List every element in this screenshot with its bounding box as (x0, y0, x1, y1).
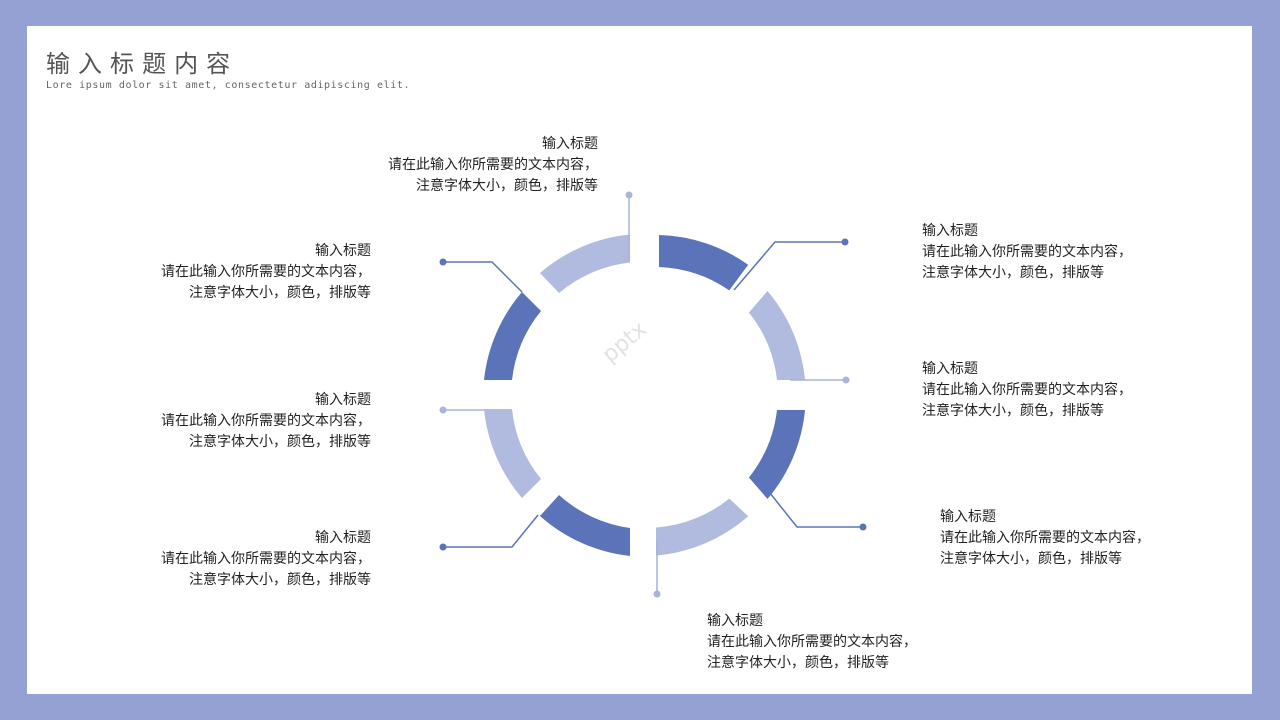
block-line: 注意字体大小，颜色，排版等 (707, 655, 889, 671)
ring-segment-right-lower (748, 410, 805, 499)
text-block-bottom-left: 输入标题 请在此输入你所需要的文本内容， 注意字体大小，颜色，排版等 (161, 528, 371, 591)
connector-left-upper (443, 261, 523, 293)
connector-right-lower (761, 482, 863, 528)
ring-segment-top-left (540, 234, 630, 293)
block-title: 输入标题 (542, 136, 598, 152)
connector-dot-left-upper (439, 258, 447, 266)
block-title: 输入标题 (940, 509, 996, 525)
block-line: 请在此输入你所需要的文本内容， (940, 530, 1150, 546)
connector-dot-top-right (841, 238, 849, 246)
block-line: 请在此输入你所需要的文本内容， (388, 157, 598, 173)
text-block-right-lower: 输入标题 请在此输入你所需要的文本内容， 注意字体大小，颜色，排版等 (940, 507, 1150, 570)
text-block-top-right: 输入标题 请在此输入你所需要的文本内容， 注意字体大小，颜色，排版等 (922, 221, 1132, 284)
block-line: 注意字体大小，颜色，排版等 (189, 572, 371, 588)
slide-canvas (27, 26, 1252, 694)
block-line: 注意字体大小，颜色，排版等 (189, 434, 371, 450)
block-line: 请在此输入你所需要的文本内容， (161, 551, 371, 567)
block-line: 请在此输入你所需要的文本内容， (161, 413, 371, 429)
ring-segment-left-lower (484, 409, 541, 498)
text-block-right-upper: 输入标题 请在此输入你所需要的文本内容， 注意字体大小，颜色，排版等 (922, 359, 1132, 422)
connector-dot-right-upper (842, 376, 850, 384)
connector-dot-bottom (653, 590, 661, 598)
ring-segment-bottom-right (656, 498, 749, 556)
block-title: 输入标题 (315, 530, 371, 546)
block-title: 输入标题 (707, 613, 763, 629)
connector-dot-top (625, 191, 633, 199)
block-line: 请在此输入你所需要的文本内容， (161, 264, 371, 280)
text-block-left-upper: 输入标题 请在此输入你所需要的文本内容， 注意字体大小，颜色，排版等 (161, 241, 371, 304)
block-line: 注意字体大小，颜色，排版等 (940, 551, 1122, 567)
connector-top-right (733, 241, 845, 291)
page-title: 输 入 标 题 内 容 (46, 50, 231, 78)
ring-segment-top-right (659, 235, 749, 291)
page-subtitle: Lore ipsum dolor sit amet, consectetur a… (46, 80, 411, 91)
block-line: 请在此输入你所需要的文本内容， (707, 634, 917, 650)
ring-segment-bottom-left (540, 495, 630, 556)
ring-segment-left-upper (484, 292, 541, 380)
block-title: 输入标题 (922, 223, 978, 239)
block-line: 注意字体大小，颜色，排版等 (416, 178, 598, 194)
connector-dot-right-lower (859, 523, 867, 531)
block-line: 注意字体大小，颜色，排版等 (189, 285, 371, 301)
block-title: 输入标题 (315, 243, 371, 259)
text-block-bottom: 输入标题 请在此输入你所需要的文本内容， 注意字体大小，颜色，排版等 (707, 611, 917, 674)
connector-dot-bottom-left (439, 543, 447, 551)
connector-dot-left-lower (439, 406, 447, 414)
block-line: 注意字体大小，颜色，排版等 (922, 403, 1104, 419)
block-line: 注意字体大小，颜色，排版等 (922, 265, 1104, 281)
block-line: 请在此输入你所需要的文本内容， (922, 382, 1132, 398)
block-title: 输入标题 (315, 392, 371, 408)
block-title: 输入标题 (922, 361, 978, 377)
block-line: 请在此输入你所需要的文本内容， (922, 244, 1132, 260)
text-block-left-lower: 输入标题 请在此输入你所需要的文本内容， 注意字体大小，颜色，排版等 (161, 390, 371, 453)
connector-bottom-left (443, 514, 539, 548)
ring-segment-right-upper (748, 291, 805, 380)
text-block-top: 输入标题 请在此输入你所需要的文本内容， 注意字体大小，颜色，排版等 (388, 134, 598, 197)
